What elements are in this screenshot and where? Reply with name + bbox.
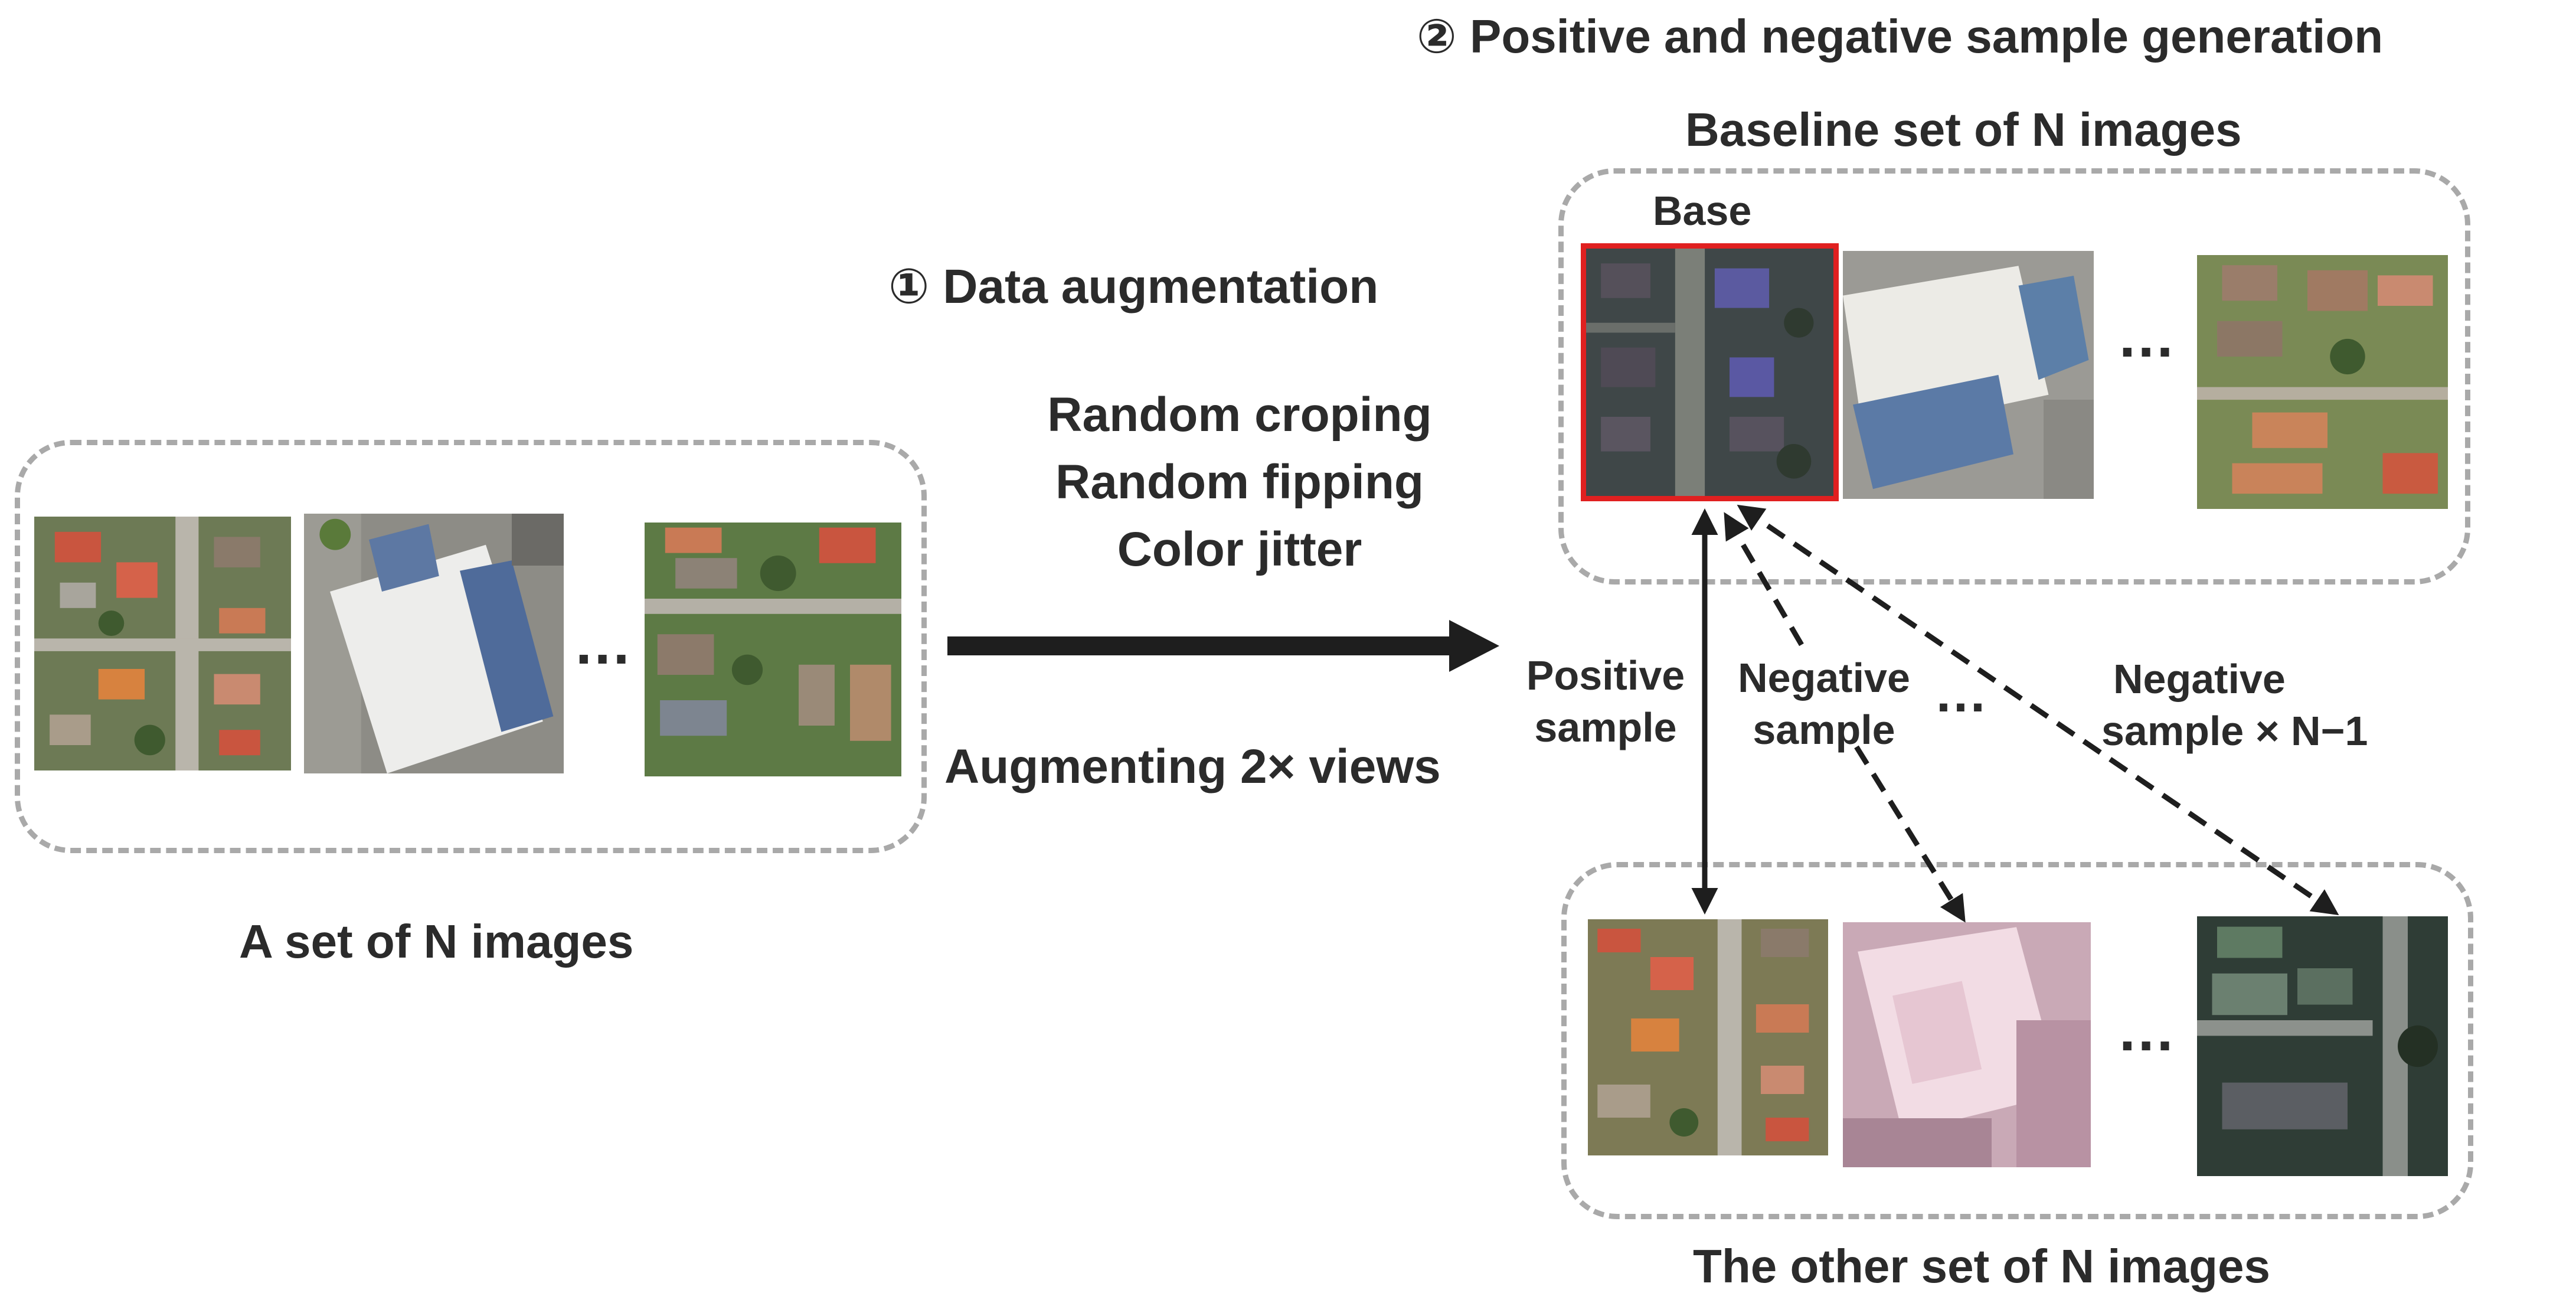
baseline-set-ellipsis: ... <box>2119 303 2176 370</box>
input-image-1 <box>34 517 291 770</box>
positive-sample-line1: Positive <box>1526 652 1685 698</box>
augment-op-flip: Random fipping <box>1055 455 1424 509</box>
positive-sample-label: Positive sample <box>1499 649 1712 753</box>
negative-pair-arrow-n <box>1737 504 2339 916</box>
input-set-box <box>15 440 927 853</box>
input-image-2 <box>304 514 564 773</box>
augmentation-arrow <box>947 620 1499 672</box>
other-image-negative-1 <box>1843 922 2091 1167</box>
other-image-positive <box>1588 919 1828 1155</box>
baseline-image-3 <box>2197 255 2448 509</box>
augment-views-label: Augmenting 2× views <box>944 740 1441 794</box>
step1-title: ① Data augmentation <box>888 260 1379 314</box>
baseline-image-2 <box>1843 251 2094 499</box>
base-label: Base <box>1653 188 1752 234</box>
other-image-negative-n <box>2197 916 2448 1176</box>
negative-pair-arrow-1 <box>1724 512 1804 646</box>
positive-sample-line2: sample <box>1534 704 1677 750</box>
other-set-ellipsis: ... <box>2119 997 2176 1063</box>
input-set-ellipsis: ... <box>576 610 632 677</box>
input-image-3 <box>645 523 901 776</box>
other-set-caption: The other set of N images <box>1693 1240 2270 1292</box>
negative-pair-arrow-1-lower <box>1854 745 1966 923</box>
augment-op-crop: Random croping <box>1047 388 1432 442</box>
input-set-caption: A set of N images <box>239 915 634 968</box>
base-image <box>1581 243 1839 501</box>
step2-title: ② Positive and negative sample generatio… <box>1417 10 2384 63</box>
baseline-set-caption: Baseline set of N images <box>1685 103 2242 156</box>
augment-op-color: Color jitter <box>1117 523 1362 576</box>
